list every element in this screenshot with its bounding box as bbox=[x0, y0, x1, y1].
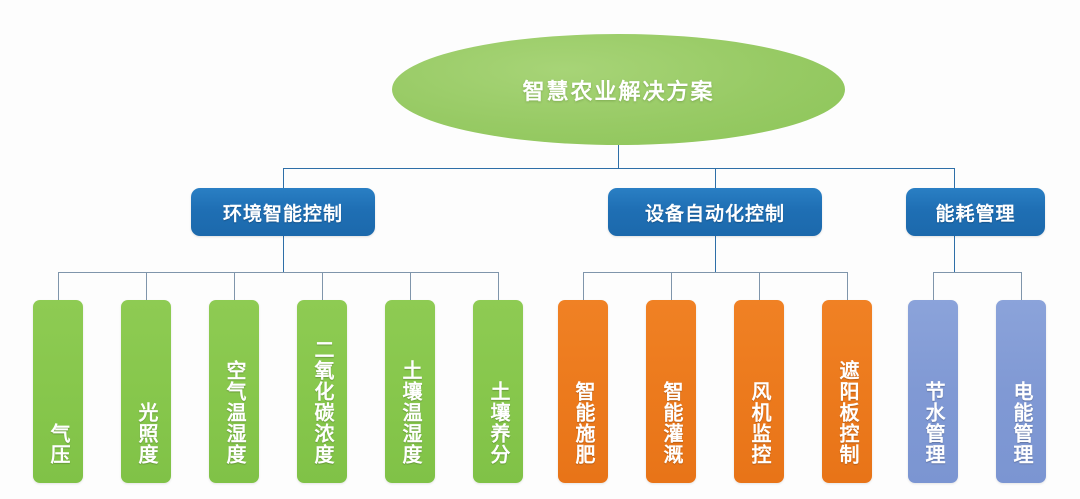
connector-branch-1-leaf-1 bbox=[58, 272, 59, 300]
leaf-node-soil-nutrients[interactable]: 土壤养分 bbox=[473, 300, 523, 483]
connector-root-to-branch-1 bbox=[283, 168, 284, 188]
connector-branch-1-leaf-4 bbox=[322, 272, 323, 300]
connector-branch-2-stem bbox=[715, 236, 716, 272]
connector-branch-3-stem bbox=[954, 236, 955, 272]
leaf-node-illuminance[interactable]: 光照度 bbox=[121, 300, 171, 483]
connector-branch-3-leaf-2 bbox=[1021, 272, 1022, 300]
leaf-node-label: 电能管理 bbox=[1010, 381, 1032, 465]
leaf-node-label: 土壤温湿度 bbox=[399, 360, 421, 465]
leaf-node-fan-monitoring[interactable]: 风机监控 bbox=[734, 300, 784, 483]
leaf-node-label: 遮阳板控制 bbox=[836, 360, 858, 465]
connector-branch-2-leaf-3 bbox=[759, 272, 760, 300]
leaf-node-label: 智能灌溉 bbox=[660, 381, 682, 465]
leaf-node-label: 土壤养分 bbox=[487, 381, 509, 465]
connector-branch-1-leaf-6 bbox=[498, 272, 499, 300]
branch-node-energy-management[interactable]: 能耗管理 bbox=[906, 188, 1045, 236]
connector-branch-2-leaf-4 bbox=[847, 272, 848, 300]
connector-branch-1-leaf-3 bbox=[234, 272, 235, 300]
leaf-node-label: 二氧化碳浓度 bbox=[311, 339, 333, 465]
leaf-node-electricity-management[interactable]: 电能管理 bbox=[996, 300, 1046, 483]
connector-root-to-branch-2 bbox=[715, 168, 716, 188]
leaf-node-sunshade-control[interactable]: 遮阳板控制 bbox=[822, 300, 872, 483]
leaf-node-air-pressure[interactable]: 气压 bbox=[33, 300, 83, 483]
leaf-node-smart-irrigation[interactable]: 智能灌溉 bbox=[646, 300, 696, 483]
leaf-node-water-saving-management[interactable]: 节水管理 bbox=[908, 300, 958, 483]
connector-branch-3-leaf-1 bbox=[933, 272, 934, 300]
leaf-node-smart-fertilization[interactable]: 智能施肥 bbox=[558, 300, 608, 483]
root-node-smart-agriculture[interactable]: 智慧农业解决方案 bbox=[392, 34, 845, 145]
leaf-node-label: 光照度 bbox=[135, 402, 157, 465]
leaf-node-label: 智能施肥 bbox=[572, 381, 594, 465]
connector-root-to-branch-3 bbox=[954, 168, 955, 188]
leaf-node-label: 节水管理 bbox=[922, 381, 944, 465]
root-node-label: 智慧农业解决方案 bbox=[522, 78, 715, 104]
connector-branch-1-bus bbox=[58, 272, 498, 273]
connector-branch-2-leaf-2 bbox=[671, 272, 672, 300]
connector-branch-2-bus bbox=[583, 272, 847, 273]
connector-branch-3-bus bbox=[933, 272, 1021, 273]
leaf-node-soil-temp-humidity[interactable]: 土壤温湿度 bbox=[385, 300, 435, 483]
branch-node-label: 设备自动化控制 bbox=[644, 203, 785, 225]
branch-node-label: 环境智能控制 bbox=[222, 203, 343, 225]
leaf-node-label: 气压 bbox=[47, 423, 69, 465]
leaf-node-air-temp-humidity[interactable]: 空气温湿度 bbox=[209, 300, 259, 483]
leaf-node-co2-concentration[interactable]: 二氧化碳浓度 bbox=[297, 300, 347, 483]
branch-node-equipment-automation[interactable]: 设备自动化控制 bbox=[608, 188, 822, 236]
branch-node-label: 能耗管理 bbox=[935, 203, 1016, 225]
connector-branch-1-leaf-5 bbox=[410, 272, 411, 300]
leaf-node-label: 风机监控 bbox=[748, 381, 770, 465]
leaf-node-label: 空气温湿度 bbox=[223, 360, 245, 465]
connector-root-bus bbox=[283, 168, 954, 169]
connector-branch-1-stem bbox=[283, 236, 284, 272]
branch-node-environment-control[interactable]: 环境智能控制 bbox=[191, 188, 375, 236]
connector-root-stem bbox=[618, 140, 619, 168]
connector-branch-1-leaf-2 bbox=[146, 272, 147, 300]
connector-branch-2-leaf-1 bbox=[583, 272, 584, 300]
